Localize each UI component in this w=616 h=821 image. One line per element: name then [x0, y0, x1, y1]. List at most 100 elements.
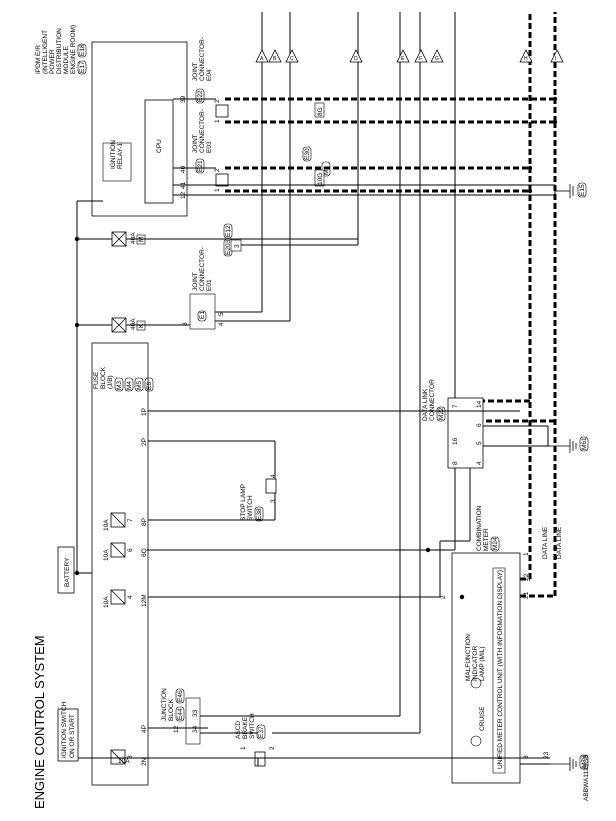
fuse-6-pin: 6Q: [141, 548, 148, 557]
connector-triangle-f: F: [414, 49, 428, 63]
ground-m61-code: M61: [581, 437, 588, 450]
ignition-switch-line2: ON OR START: [69, 714, 76, 758]
ipdm-er: IPDM E/R (INTELLIGENT POWER DISTRIBUTION…: [35, 25, 188, 217]
junction-code-e46: E46: [177, 690, 184, 702]
ignition-switch-line1: IGNITION SWITCH: [61, 701, 68, 758]
combo-label2: METER: [483, 528, 490, 551]
tag-m1: M1: [323, 166, 330, 175]
dlc-pin5: 5: [476, 441, 483, 445]
ascd-pin2: 2: [269, 746, 276, 750]
ascd-label2: BRAKE: [242, 716, 249, 739]
ipdm-pin-40: 40: [180, 165, 187, 173]
connector-triangle-label: A: [260, 56, 264, 62]
combo-code: M24: [492, 537, 499, 550]
fuse-block-label2: BLOCK: [100, 366, 107, 389]
e1-code: E1: [199, 311, 206, 319]
e21-pin1: 1: [214, 188, 221, 192]
ascd-pin1: 1: [240, 746, 247, 750]
fuse-amps-b: 10A: [103, 549, 110, 561]
joint-connector-e21: JOINT CONNECTOR- E03 E21 2 1: [192, 109, 229, 192]
fuse-pin-4p: 4P: [141, 725, 148, 733]
junction-pin12: 12: [173, 725, 180, 733]
e22-pin1: 1: [214, 119, 221, 123]
fuse-amps-c: 10A: [103, 596, 110, 608]
ascd-code: E37: [258, 726, 265, 738]
combo-pin2: 2: [440, 595, 447, 599]
tag-e203: E203: [225, 239, 232, 255]
combo-unit-label: UNIFIED METER CONTROL UNIT (WITH INFORMA…: [497, 570, 504, 769]
wires: [74, 12, 556, 766]
connector-triangle-label: E: [401, 56, 405, 62]
fuse-block-code-m3: M3: [116, 381, 123, 390]
stop-lamp-code: E38: [256, 508, 263, 520]
dlc-label2: CONNECTOR: [429, 379, 436, 421]
page-title: ENGINE CONTROL SYSTEM: [32, 635, 47, 809]
fuse-block-label3: (J/B): [107, 375, 114, 389]
fuse-10a-3: 10A 3 2N: [110, 749, 148, 766]
fuse-block-code-m4: M4: [126, 381, 133, 390]
connector-triangle-d: D: [349, 49, 363, 63]
fuse-pin-2p: 2P: [141, 438, 148, 446]
tag-10g: 10G: [317, 173, 324, 185]
ground-e15: E15: [555, 182, 587, 198]
ipdm-label2: (INTELLIGENT: [42, 30, 49, 74]
ipdm-label1: IPDM E/R: [35, 45, 42, 74]
connector-triangle-i: I: [550, 49, 564, 63]
combo-mil1: MALFUNCTION: [465, 634, 472, 681]
connector-triangle-label: C: [290, 56, 294, 62]
connector-triangle-label: G: [435, 56, 439, 62]
ipdm-code-e18: E18: [79, 44, 86, 56]
battery-box: BATTERY: [57, 546, 75, 594]
ascd-label3: SWITCH: [249, 713, 256, 739]
ascd-label1: ASCD: [235, 721, 242, 739]
ipdm-label4: DISTRIBUTION: [56, 28, 63, 74]
connector-triangle-b: B: [268, 49, 282, 63]
e22-label2: CONNECTOR-: [199, 37, 206, 81]
ipdm-label5: MODULE: [63, 46, 70, 74]
dlc-code: M22: [438, 407, 445, 420]
dlc-label1: DATA LINK: [422, 388, 429, 421]
e22-code: E22: [197, 90, 204, 102]
combo-pin21: 21: [523, 591, 530, 599]
combination-meter: COMBINATION METER M24 UNIFIED METER CONT…: [440, 505, 550, 784]
fuse-10a-6: 6 6Q: [110, 542, 148, 558]
fuse-amps-a: 10A: [103, 519, 110, 531]
combo-pin3: 3: [523, 755, 530, 759]
dlc-pin4: 4: [476, 461, 483, 465]
ipdm-label6: ENGINE ROOM): [70, 25, 77, 74]
combo-pin1: 1: [523, 552, 530, 556]
harness-tags: E30 M1 8G 10G E12 E203 3: [223, 102, 331, 257]
fusible-link-m-amps: 40A: [130, 232, 137, 244]
tag-pin3: 3: [234, 244, 241, 248]
stop-lamp-label1: STOP LAMP: [240, 484, 247, 521]
fuse-block-codes: M3 M4 M5 E6: [114, 377, 154, 392]
connector-triangle-a: A: [255, 49, 269, 63]
fuse-10a-4: 4 12M: [110, 589, 148, 607]
stop-lamp-pin3: 3: [270, 499, 277, 503]
data-link-connector: DATA LINK CONNECTOR M22 7 14 6 16 5 8 4: [422, 379, 484, 469]
ipdm-relay1: IGNITION: [110, 140, 117, 169]
e22-label3: E04: [206, 69, 213, 81]
figure-code: ABBWA1129GB: [583, 754, 590, 801]
connector-triangle-g: G: [430, 49, 444, 63]
joint-connector-e22: JOINT CONNECTOR- E04 E22 2 1: [192, 37, 229, 123]
tag-8g: 8G: [317, 107, 324, 116]
fusible-link-k-amps: 40A: [130, 318, 137, 330]
connector-triangle-label: I: [555, 56, 556, 62]
combo-pin23: 23: [543, 751, 550, 759]
joint-connector-e1: JOINT CONNECTOR- E01 E1 8 5 4: [182, 247, 225, 330]
combo-mil2: INDICATOR: [472, 646, 479, 681]
e21-pin2: 2: [214, 168, 221, 172]
e21-label3: E03: [206, 141, 213, 153]
combo-cruise: CRUISE: [479, 706, 486, 731]
fuse-block-label1: FUSE: [93, 371, 100, 389]
dlc-pin6: 6: [476, 423, 483, 427]
e22-pin2: 2: [214, 99, 221, 103]
connector-triangle-label: H: [524, 56, 528, 62]
dlc-pin16: 16: [452, 437, 459, 445]
junction-dots: [74, 96, 558, 600]
fuse-3-amps: 10A: [118, 758, 130, 765]
